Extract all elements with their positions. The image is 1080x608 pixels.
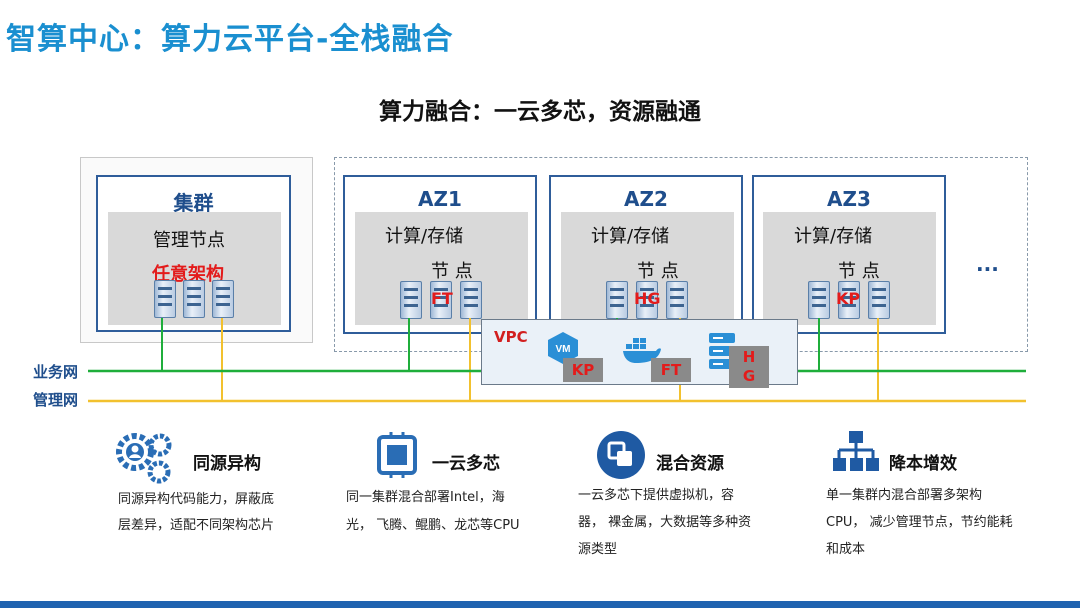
node-label: 节 点 [838,261,880,282]
gears-user-icon [116,433,172,484]
diagram-subtitle: 算力融合：一云多芯，资源融通 [379,99,701,125]
feature-title: 降本增效 [889,454,957,474]
server-icon [183,280,205,318]
compute-storage-label: 计算/存储 [385,226,464,247]
vpc-tag-kp: KP [563,358,603,382]
compute-storage-label: 计算/存储 [794,226,873,247]
feature-description: 一云多芯下提供虚拟机，容 器， 裸金属，大数据等多种资 源类型 [578,488,752,557]
node-label: 节 点 [431,261,473,282]
server-icon [400,281,422,319]
chip-label: HG [634,289,661,308]
vpc-label: VPC [494,328,528,346]
cluster-title: 集群 [173,191,214,215]
feature-description: 同源异构代码能力，屏蔽底 层差异，适配不同架构芯片 [118,492,275,533]
feature-title: 混合资源 [656,454,724,474]
overlap-squares-icon [597,431,645,479]
cpu-chip-icon [377,432,417,478]
svg-text:VM: VM [556,344,571,355]
feature-title: 一云多芯 [432,454,500,474]
server-icon [636,281,658,319]
more-azs-ellipsis: ... [976,252,999,276]
chip-label: KP [836,289,861,308]
server-stack-icon [709,333,735,369]
hierarchy-icon [833,431,879,471]
vpc-tag-letter: G [742,367,756,385]
management-node-label: 管理节点 [153,230,225,251]
az-title: AZ2 [624,187,668,211]
az-title: AZ3 [827,187,871,211]
vpc-tag-letter: H [742,348,756,366]
management-network-label: 管理网 [33,391,79,409]
vpc-tag-ft: FT [651,358,691,382]
feature-description: 单一集群内混合部署多架构 CPU， 减少管理节点，节约能耗 和成本 [826,488,1013,557]
business-network-label: 业务网 [33,363,79,381]
vm-icon: VM [548,332,578,364]
server-icon [212,280,234,318]
az-title: AZ1 [418,187,462,211]
server-icon [154,280,176,318]
server-icon [430,281,452,319]
vpc-tag-hg: H G [729,346,769,388]
chip-label: FT [431,289,453,308]
feature-description: 同一集群混合部署Intel，海 光， 飞腾、鲲鹏、龙芯等CPU [346,490,520,533]
any-architecture-label: 任意架构 [152,264,224,285]
server-icon [666,281,688,319]
compute-storage-label: 计算/存储 [591,226,670,247]
page-title: 智算中心：算力云平台-全栈融合 [6,22,454,57]
node-label: 节 点 [637,261,679,282]
server-icon [838,281,860,319]
feature-title: 同源异构 [193,454,261,474]
bottom-accent-bar [0,601,1080,608]
